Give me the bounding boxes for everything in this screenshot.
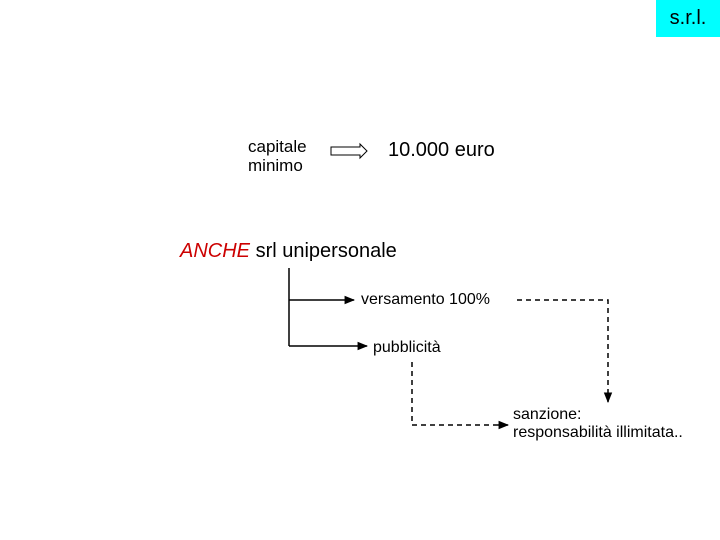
capitale-minimo-label: capitale minimo <box>248 137 307 175</box>
anche-unipersonale-label: ANCHE srl unipersonale <box>180 240 397 263</box>
sanzione-label: sanzione: responsabilità illimitata.. <box>513 406 683 442</box>
sanzione-line2: responsabilità illimitata.. <box>513 424 683 441</box>
block-arrow <box>330 142 368 160</box>
amount-label: 10.000 euro <box>388 139 495 161</box>
dashed-connector-versamento <box>517 299 609 400</box>
anche-emphasis: ANCHE <box>180 240 251 262</box>
capitale-line1: capitale <box>248 137 307 156</box>
capitale-line2: minimo <box>248 156 303 175</box>
srl-badge: s.r.l. <box>656 0 720 37</box>
pubblicita-label: pubblicità <box>373 339 441 356</box>
dashed-connector-pubblicita <box>411 362 500 426</box>
anche-rest: srl unipersonale <box>250 240 397 262</box>
sanzione-line1: sanzione: <box>513 406 582 423</box>
versamento-label: versamento 100% <box>361 291 490 308</box>
